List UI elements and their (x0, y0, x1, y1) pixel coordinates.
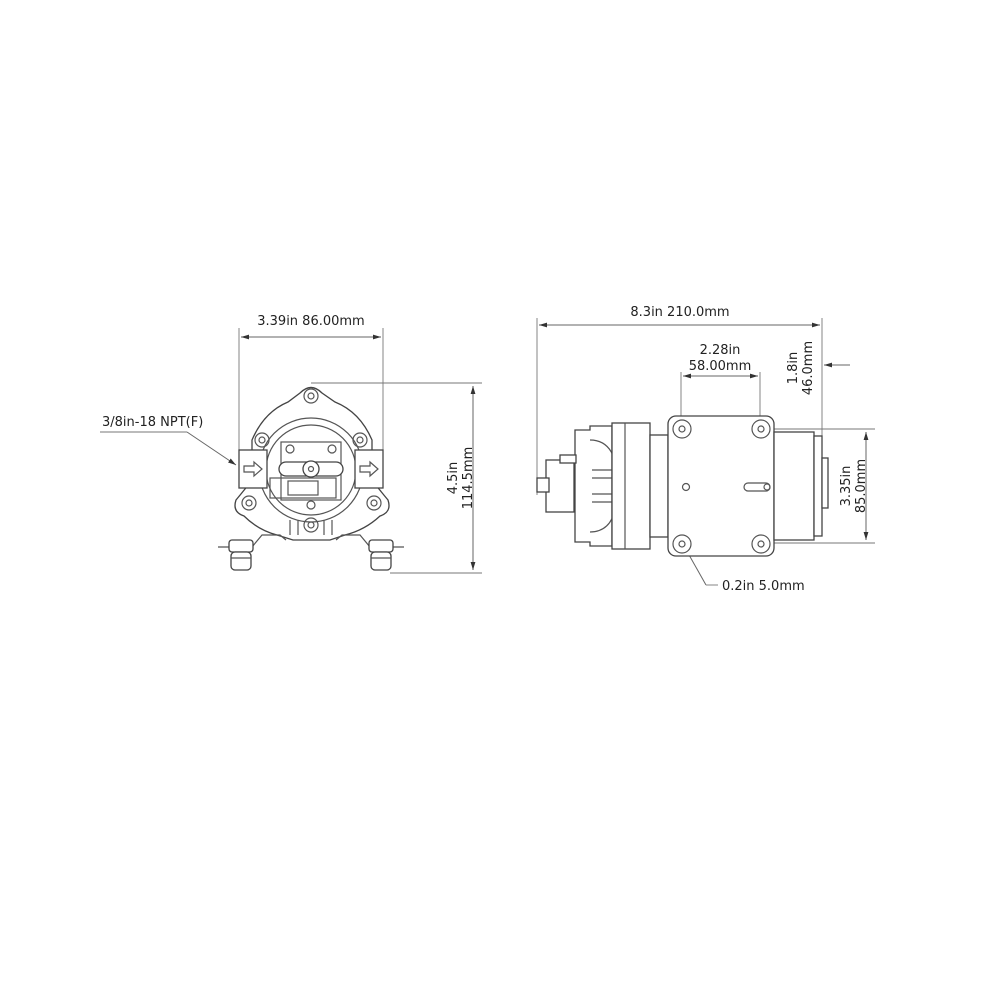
height-label-in: 4.5in (446, 462, 461, 495)
side-view: 8.3in 210.0mm 2.28in 58.00mm 1.8in 46.0m… (536, 305, 875, 594)
rubber-foot-left (228, 539, 254, 571)
height-label-mm: 114.5mm (461, 447, 476, 510)
mount-height-mm: 85.0mm (854, 459, 869, 513)
pump-front-body (218, 386, 404, 571)
front-view: 3.39in 86.00mm 4.5in 114.5mm 3/8in-18 NP… (100, 314, 482, 574)
length-label: 8.3in 210.0mm (630, 305, 729, 320)
offset-in: 1.8in (786, 352, 801, 385)
hole-spacing-in: 2.28in (700, 343, 741, 358)
hole-spacing-mm: 58.00mm (689, 359, 752, 374)
width-label: 3.39in 86.00mm (257, 314, 364, 329)
rubber-foot-right (368, 539, 394, 571)
pump-side-body (536, 415, 829, 557)
port-label: 3/8in-18 NPT(F) (102, 415, 203, 430)
mount-height-in: 3.35in (839, 466, 854, 507)
hole-diameter-label: 0.2in 5.0mm (722, 579, 805, 594)
offset-mm: 46.0mm (801, 341, 816, 395)
